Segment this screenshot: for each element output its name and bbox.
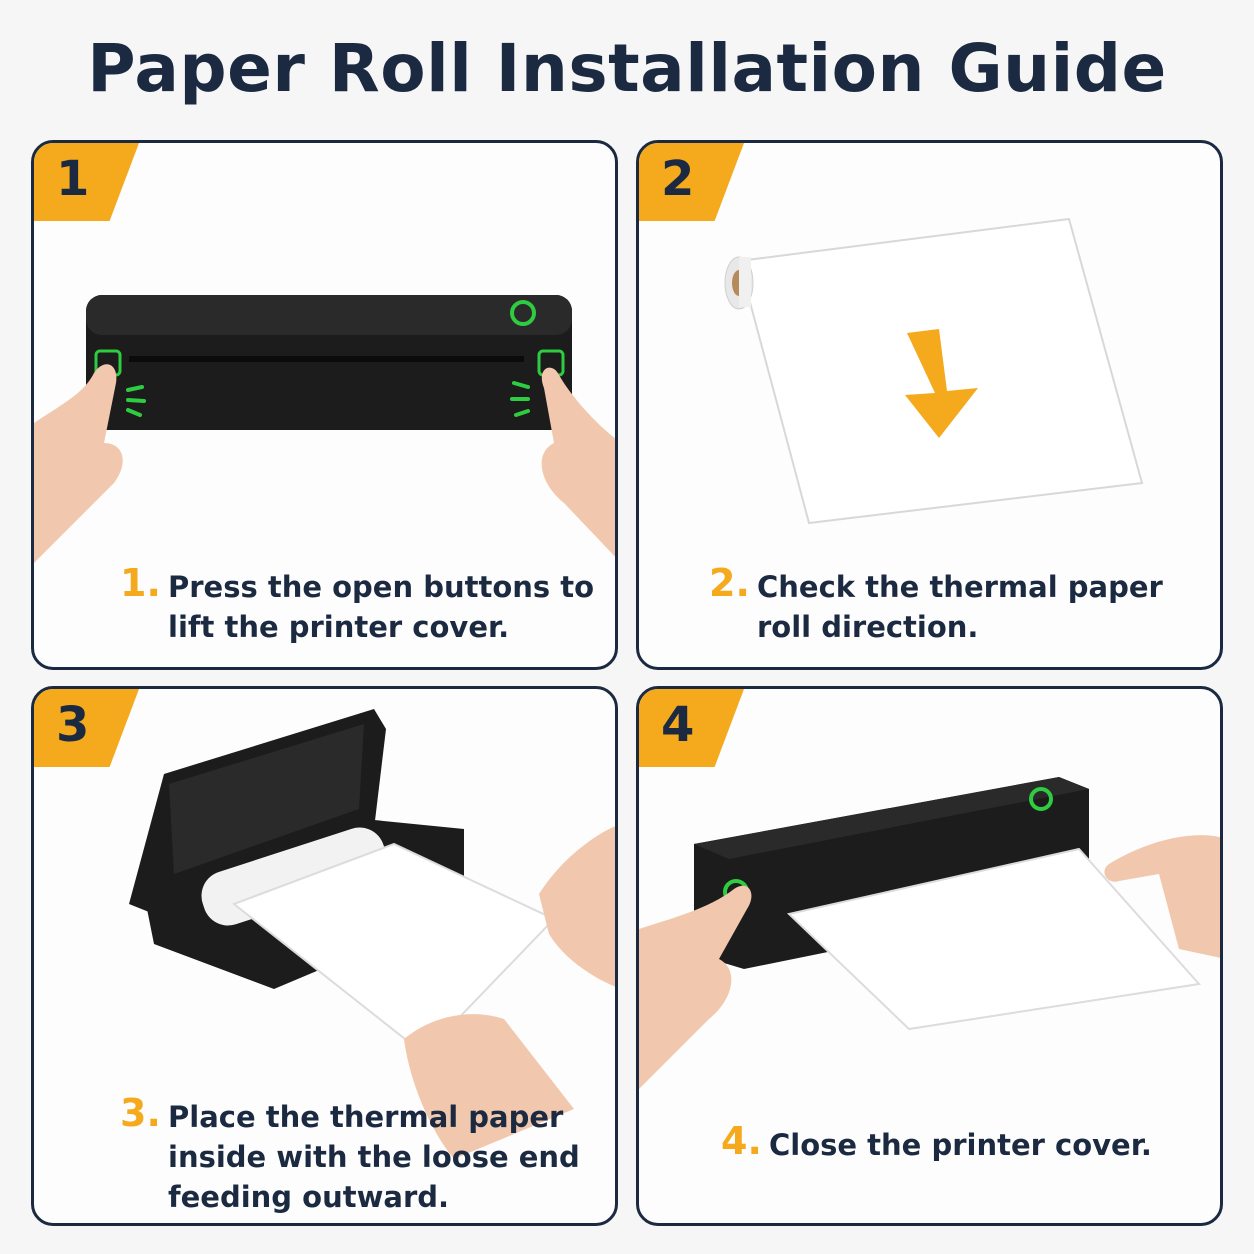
step-caption-number: 1. [120,561,161,605]
step-card-1: 1 1. Press the open buttons to lift the … [31,140,618,670]
caption-line: Check the thermal paper [757,570,1163,604]
down-arrow-icon [905,329,978,438]
step-caption: 2. Check the thermal paper roll directio… [709,563,1163,647]
step-caption: 3. Place the thermal paper inside with t… [120,1093,580,1217]
step-card-4: 4 4. Close the printer cover. [636,686,1223,1226]
caption-line: Press the open buttons to [168,570,595,604]
paper-roll-illustration [724,217,1144,525]
step-badge-number: 4 [661,697,695,753]
page-title: Paper Roll Installation Guide [87,30,1167,107]
caption-line: Place the thermal paper [168,1100,564,1134]
caption-line: inside with the loose end [168,1140,580,1174]
step-caption-number: 2. [709,561,750,605]
caption-line: feeding outward. [168,1180,450,1214]
caption-line: lift the printer cover. [168,610,510,644]
printer-illustration [34,295,615,563]
step-caption: 4. Close the printer cover. [721,1121,1152,1165]
printer-illustration [639,777,1220,1089]
caption-line: Close the printer cover. [769,1128,1152,1162]
hand-illustration [639,885,752,1089]
step-card-3: 3 3. Place the thermal paper inside with… [31,686,618,1226]
step-card-2: 2 2. Check the thermal paper roll direct… [636,140,1223,670]
step-badge-number: 1 [56,151,90,207]
caption-line: roll direction. [757,610,979,644]
step-caption-number: 3. [120,1091,161,1135]
step-badge-number: 2 [661,151,695,207]
step-caption-number: 4. [721,1119,762,1163]
step-caption: 1. Press the open buttons to lift the pr… [120,563,595,647]
printer-illustration [129,709,615,1159]
hand-illustration [539,826,615,987]
step-badge-number: 3 [56,697,90,753]
hand-illustration [34,364,123,563]
